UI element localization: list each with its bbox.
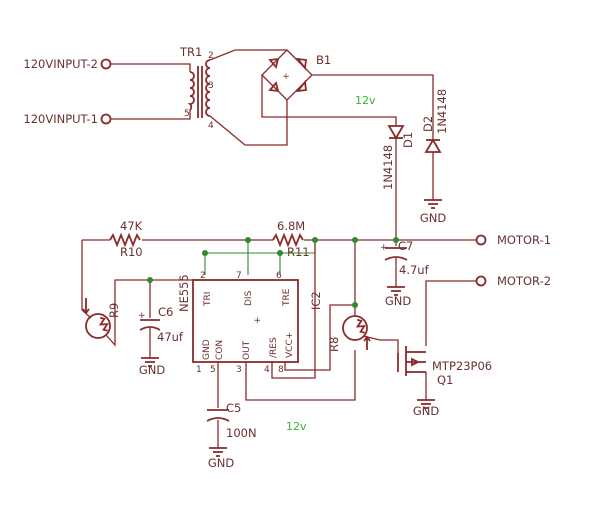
- terminal-motor-1: [475, 234, 487, 246]
- ic-ne555: NE555 IC2 TRI DIS TRE GND CON OUT + /RES…: [177, 271, 323, 375]
- ground-label: GND: [139, 363, 166, 377]
- supply-label-bottom: 12v: [286, 420, 307, 433]
- svg-text:4: 4: [264, 365, 270, 375]
- svg-text:GND: GND: [202, 339, 212, 360]
- transformer-label: TR1: [179, 45, 202, 59]
- svg-text:+: +: [138, 311, 146, 321]
- capacitor-c7-name: C7: [398, 239, 413, 253]
- diode-d2-value: 1N4148: [435, 89, 449, 134]
- resistor-r10: 47K R10: [109, 219, 143, 259]
- terminal-120vinput-2: 120VINPUT-2: [23, 57, 112, 71]
- bridge-label: B1: [316, 53, 331, 67]
- diode-d1-value: 1N4148: [381, 145, 395, 190]
- ground-symbol: GND: [413, 399, 440, 418]
- wire-input2: [111, 63, 191, 72]
- svg-text:TRI: TRI: [203, 292, 213, 307]
- svg-text:+: +: [253, 316, 263, 324]
- svg-text:+: +: [282, 72, 290, 82]
- terminal-motor-2: [475, 275, 487, 287]
- resistor-r11: 6.8M R11: [272, 219, 310, 259]
- ic-part: NE555: [177, 274, 191, 312]
- capacitor-c5-name: C5: [226, 401, 241, 415]
- capacitor-c6-value: 47uf: [157, 330, 184, 344]
- ldr-r9: R9: [81, 298, 121, 339]
- wire-tr1-top: [209, 49, 287, 61]
- mosfet-q1: MTP23P06 Q1: [397, 346, 492, 387]
- svg-text:3: 3: [236, 365, 242, 375]
- transformer-tr1: TR1 2 3 5 4: [179, 45, 214, 131]
- resistor-r10-value: 47K: [120, 219, 143, 233]
- diode-d2-name: D2: [421, 116, 435, 132]
- terminal-motor-1-label: MOTOR-1: [497, 233, 551, 247]
- terminal-120vinput-1: 120VINPUT-1: [23, 112, 112, 126]
- ldr-r8: R8: [327, 315, 371, 352]
- ground-label: GND: [208, 456, 235, 470]
- ldr-r9-name: R9: [107, 303, 121, 318]
- bridge-rectifier-b1: + B1: [261, 49, 331, 101]
- ic-name: IC2: [309, 291, 323, 310]
- svg-text:VCC+: VCC+: [285, 332, 295, 358]
- svg-text:DIS: DIS: [244, 290, 254, 306]
- resistor-r10-name: R10: [120, 245, 143, 259]
- capacitor-c5: C5 100N: [206, 401, 257, 440]
- tr1-pin-4: 4: [208, 121, 214, 131]
- svg-text:1: 1: [196, 365, 202, 375]
- terminal-120vinput-1-label: 120VINPUT-1: [23, 112, 98, 126]
- supply-label-top: 12v: [355, 94, 376, 107]
- svg-text:+: +: [380, 243, 388, 253]
- junction-dots: [147, 237, 399, 308]
- ground-symbol: GND: [208, 447, 235, 470]
- capacitor-c7: + C7 4.7uf: [380, 239, 430, 277]
- mosfet-value: MTP23P06: [432, 359, 492, 373]
- resistor-r11-name: R11: [287, 245, 310, 259]
- ldr-r8-name: R8: [327, 337, 341, 352]
- diode-d1-name: D1: [401, 132, 415, 148]
- tr1-pin-5: 5: [184, 109, 190, 119]
- ground-symbol: GND: [139, 357, 166, 377]
- tr1-pin-2: 2: [208, 51, 214, 61]
- wire-input1: [111, 110, 191, 120]
- svg-text:5: 5: [210, 365, 216, 375]
- capacitor-c6: + C6 47uf: [138, 305, 184, 344]
- ground-label: GND: [420, 211, 447, 225]
- resistor-r11-value: 6.8M: [277, 219, 305, 233]
- diode-d1: D1 1N4148: [381, 125, 415, 190]
- svg-text:OUT: OUT: [242, 340, 252, 360]
- svg-text:7: 7: [236, 271, 242, 281]
- svg-text:6: 6: [276, 271, 282, 281]
- ground-label: GND: [385, 294, 412, 308]
- svg-text:/RES: /RES: [269, 337, 279, 358]
- capacitor-c5-value: 100N: [226, 426, 257, 440]
- terminal-motor-2-label: MOTOR-2: [497, 274, 551, 288]
- svg-text:TRE: TRE: [282, 288, 292, 307]
- terminal-120vinput-2-label: 120VINPUT-2: [23, 57, 98, 71]
- capacitor-c6-name: C6: [158, 305, 173, 319]
- tr1-pin-3: 3: [208, 81, 214, 91]
- svg-text:2: 2: [200, 271, 206, 281]
- ground-label: GND: [413, 404, 440, 418]
- wire-bridge-minus: [261, 75, 397, 126]
- mosfet-name: Q1: [437, 373, 453, 387]
- ground-symbol: GND: [420, 199, 447, 225]
- svg-text:8: 8: [278, 365, 284, 375]
- wire-bridge-plus: [312, 74, 434, 98]
- diode-d2: D2 1N4148: [421, 89, 449, 153]
- wire-tr1-bottom: [209, 100, 288, 146]
- ground-symbol: GND: [385, 286, 412, 308]
- svg-text:CON: CON: [215, 340, 225, 360]
- capacitor-c7-value: 4.7uf: [399, 263, 430, 277]
